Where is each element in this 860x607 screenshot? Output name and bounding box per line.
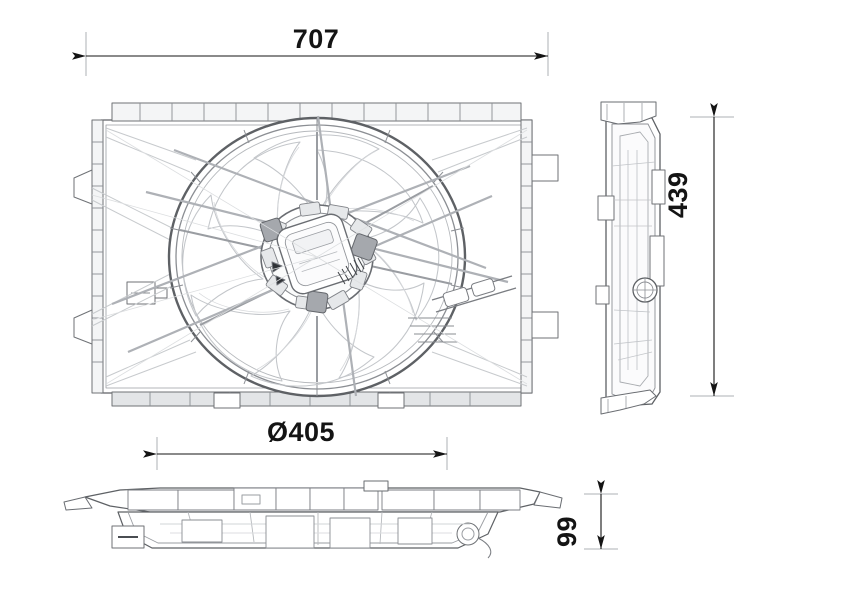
top-cutouts bbox=[181, 515, 433, 549]
dimension-fan-diameter bbox=[143, 437, 448, 470]
fan-spokes bbox=[179, 132, 453, 382]
dimension-depth bbox=[584, 480, 618, 550]
top-end-tabs bbox=[63, 491, 563, 511]
side-top-flange bbox=[600, 101, 657, 125]
top-centre-boss bbox=[241, 480, 389, 505]
dimension-label-overall-height: 439 bbox=[663, 171, 693, 218]
dimension-label-overall-width: 707 bbox=[292, 24, 340, 54]
side-internal-detail bbox=[611, 161, 656, 361]
mounting-tabs bbox=[73, 154, 559, 409]
top-rail-cells bbox=[127, 487, 521, 511]
top-right-connector bbox=[456, 522, 492, 559]
construction-lines bbox=[91, 129, 528, 385]
dimension-label-depth: 99 bbox=[552, 515, 582, 547]
side-profile-outline bbox=[605, 117, 661, 407]
wiring-harness bbox=[408, 275, 517, 343]
side-motor-boss bbox=[632, 277, 658, 303]
side-bottom-flange bbox=[600, 389, 657, 415]
side-mounting-brackets bbox=[595, 169, 666, 305]
dimension-overall-height bbox=[690, 103, 734, 397]
dimension-overall-width bbox=[72, 32, 549, 76]
top-left-connector bbox=[111, 525, 145, 549]
dimension-label-fan-diameter: Ø405 bbox=[266, 417, 336, 447]
